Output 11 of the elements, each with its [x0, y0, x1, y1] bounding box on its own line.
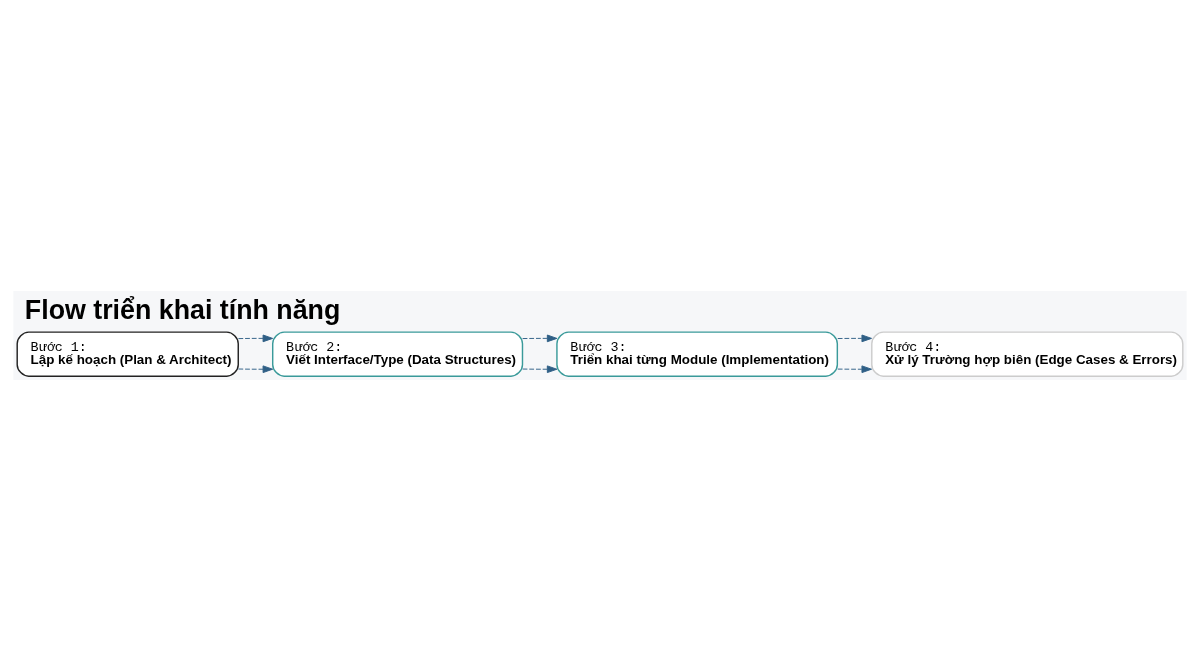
arrow [522, 334, 558, 342]
diagram-title: Flow triển khai tính năng [24, 294, 341, 325]
node-box: Bước 2: Viết Interface/Type (Data Structures) [272, 330, 524, 377]
arrow [522, 364, 558, 373]
node-box: Bước 4: Xử lý Trường hợp biên (Edge Cases & Errors) [871, 330, 1184, 377]
node-box: Bước 3: Triển khai từng Module (Implementation) [556, 330, 839, 377]
arrow [837, 334, 872, 342]
arrow [237, 364, 274, 373]
arrow [837, 364, 872, 373]
arrow [237, 334, 274, 342]
node-box: Bước 1: Lập kế hoạch (Plan & Architect) [16, 330, 239, 377]
